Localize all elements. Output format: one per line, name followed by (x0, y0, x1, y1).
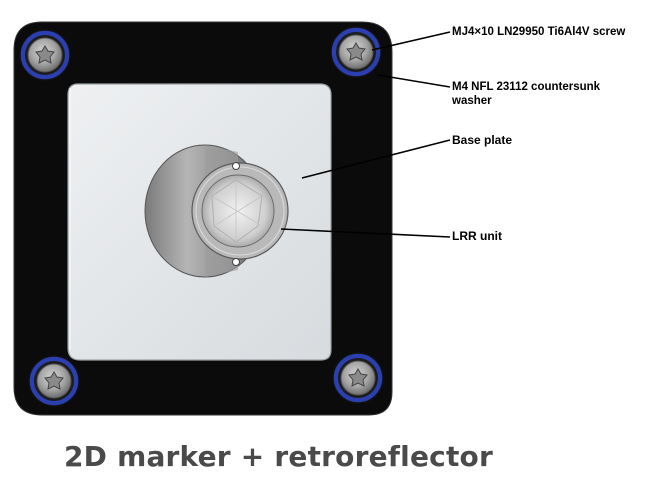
screw-top-right (330, 26, 382, 78)
figure-caption: 2D marker + retroreflector (64, 440, 494, 473)
screw-bottom-left (28, 355, 80, 407)
leader-lines (280, 31, 451, 238)
screw-top-left (19, 29, 71, 81)
label-base-plate: Base plate (452, 133, 513, 147)
leader-screw (371, 31, 451, 51)
leader-base-plate (301, 139, 451, 179)
leader-lrr-unit (280, 228, 451, 238)
label-screw: MJ4×10 LN29950 Ti6Al4V screw (452, 26, 626, 38)
leader-washer (377, 74, 451, 88)
label-lrr-unit: LRR unit (452, 229, 502, 243)
lrr-unit (144, 144, 289, 278)
lrr-hole-top (232, 162, 240, 170)
lrr-hole-bottom (232, 258, 240, 266)
screw-bottom-right (332, 352, 384, 404)
label-washer: M4 NFL 23112 countersunk washer (452, 81, 601, 107)
